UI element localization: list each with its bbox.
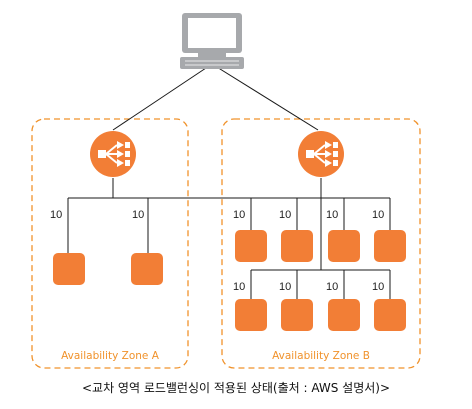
instance-icon: [53, 253, 85, 285]
figure-caption: <교차 영역 로드밸런싱이 적용된 상태(출처 : AWS 설명서)>: [82, 381, 390, 395]
weight-label: 10: [372, 209, 384, 221]
weight-label: 10: [326, 281, 338, 293]
instance-icon: [235, 299, 267, 331]
connection-lines: [67, 63, 391, 299]
instance-icon: [131, 253, 163, 285]
weight-label: 10: [279, 209, 291, 221]
availability-zone-b-box: [221, 118, 421, 369]
instance-icon: [374, 230, 406, 262]
instance-icon: [281, 230, 313, 262]
computer-icon: [180, 13, 244, 69]
load-balancer-icon: [90, 131, 136, 177]
weight-label: 10: [279, 281, 291, 293]
weight-label: 10: [372, 281, 384, 293]
instance-icon: [235, 230, 267, 262]
instance-icon: [374, 299, 406, 331]
weight-label: 10: [132, 209, 144, 221]
instance-icon: [328, 230, 360, 262]
zone-a-label: Availability Zone A: [61, 350, 160, 362]
instance-icon: [328, 299, 360, 331]
weight-label: 10: [233, 209, 245, 221]
weight-label: 10: [233, 281, 245, 293]
weight-label: 10: [326, 209, 338, 221]
load-balancer-icon: [298, 131, 344, 177]
weight-label: 10: [50, 209, 62, 221]
instance-icon: [281, 299, 313, 331]
zone-b-label: Availability Zone B: [272, 350, 370, 362]
availability-zone-a-box: [31, 118, 189, 369]
